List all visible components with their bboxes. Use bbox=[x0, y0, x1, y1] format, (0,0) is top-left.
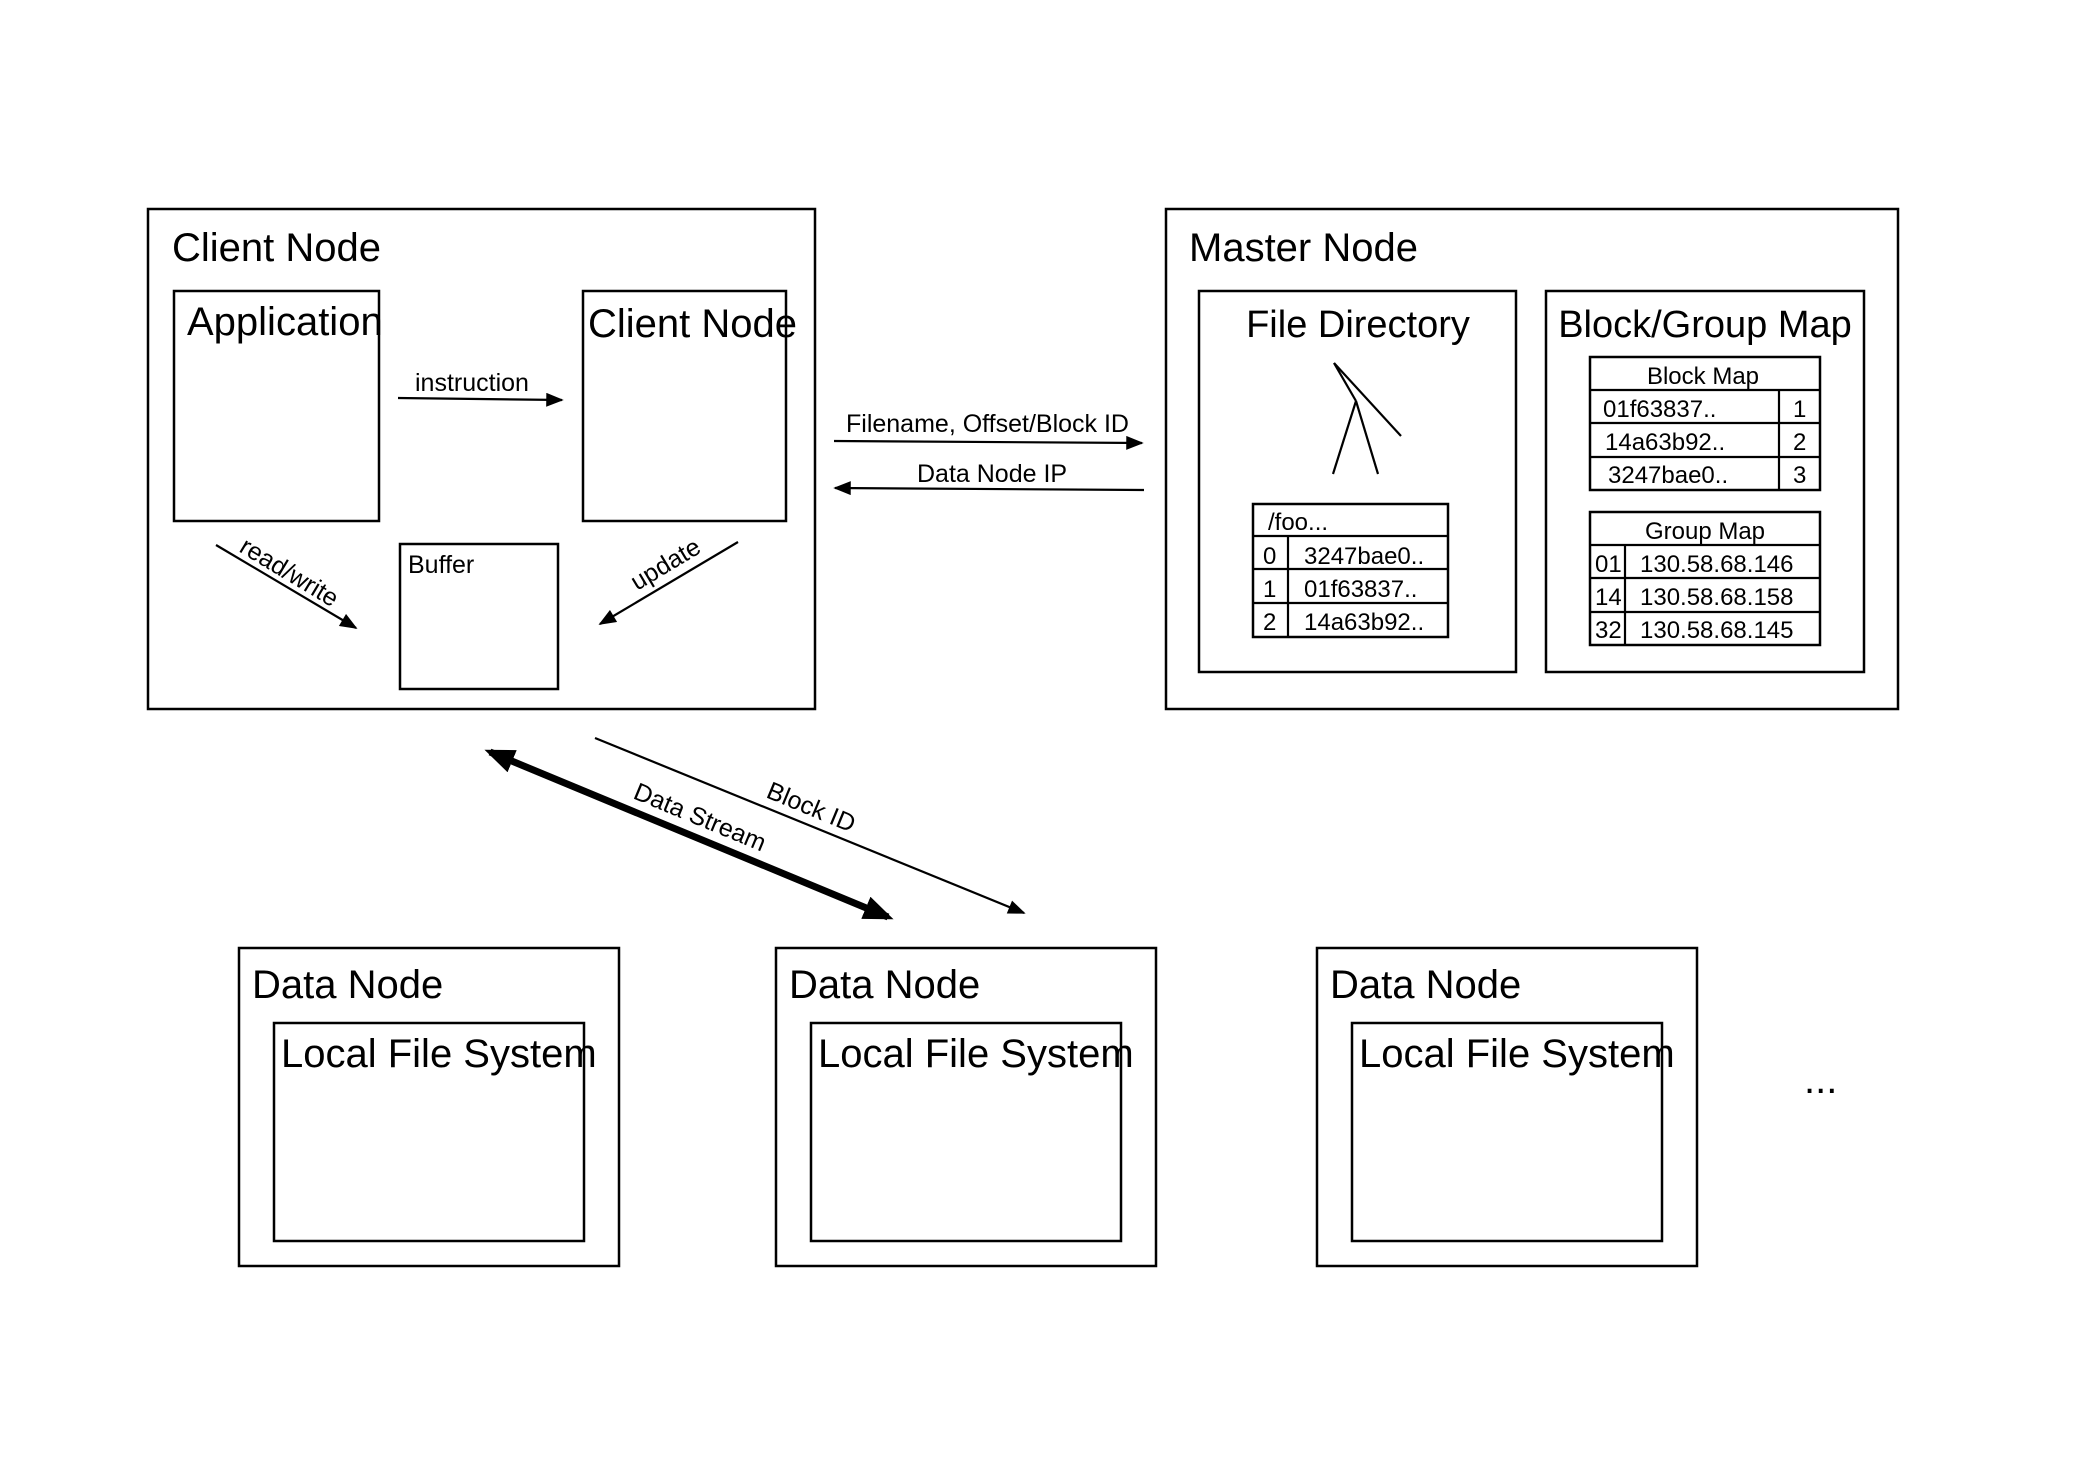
data-node: Data Node Local File System bbox=[774, 946, 1158, 1268]
data-node-box bbox=[1315, 946, 1699, 1268]
instruction-arrow bbox=[397, 392, 564, 407]
file-directory-title: File Directory bbox=[1246, 304, 1470, 346]
block-map-row-group: 3 bbox=[1793, 462, 1806, 489]
client-node: Client Node Application Client Node Buff… bbox=[146, 207, 817, 711]
block-id-arrow bbox=[594, 736, 1026, 915]
table-row-index: 0 bbox=[1263, 543, 1276, 570]
inner-client-label: Client Node bbox=[588, 302, 797, 346]
data-stream-arrow bbox=[484, 748, 894, 921]
master-node-title: Master Node bbox=[1189, 226, 1418, 270]
group-map-row-ip: 130.58.68.158 bbox=[1640, 584, 1793, 611]
file-block-table: /foo... 0 3247bae0.. 1 01f63837.. 2 14a6… bbox=[1251, 502, 1450, 639]
file-directory-box bbox=[1197, 289, 1518, 674]
table-row-block: 01f63837.. bbox=[1304, 576, 1417, 603]
block-group-map-panel: Block/Group Map Block Map 01f63837.. 1 1… bbox=[1544, 289, 1866, 674]
data-node: Data Node Local File System bbox=[237, 946, 621, 1268]
table-row-block: 14a63b92.. bbox=[1304, 609, 1424, 636]
group-map-row-group: 14 bbox=[1595, 584, 1622, 611]
group-map-header: Group Map bbox=[1645, 518, 1765, 545]
request-arrow bbox=[833, 435, 1144, 450]
block-map-row-block: 01f63837.. bbox=[1603, 396, 1716, 423]
file-directory-panel: File Directory /foo... 0 3247bae0.. 1 01 bbox=[1197, 289, 1518, 674]
block-map-row-block: 3247bae0.. bbox=[1608, 462, 1728, 489]
data-node: Data Node Local File System bbox=[1315, 946, 1699, 1268]
block-map-table: Block Map 01f63837.. 1 14a63b92.. 2 3247… bbox=[1588, 355, 1822, 492]
group-map-row-ip: 130.58.68.146 bbox=[1640, 551, 1793, 578]
local-file-system-label: Local File System bbox=[1359, 1032, 1675, 1076]
directory-tree-icon bbox=[1331, 362, 1402, 475]
block-group-map-title: Block/Group Map bbox=[1558, 304, 1852, 346]
local-file-system-box bbox=[809, 1021, 1123, 1243]
response-arrow bbox=[833, 481, 1145, 496]
block-map-row-block: 14a63b92.. bbox=[1605, 429, 1725, 456]
request-label: Filename, Offset/Block ID bbox=[846, 410, 1129, 438]
group-map-row-group: 32 bbox=[1595, 617, 1622, 644]
read-write-arrow bbox=[215, 544, 358, 629]
table-row-block: 3247bae0.. bbox=[1304, 543, 1424, 570]
file-block-table-frame bbox=[1251, 502, 1450, 639]
inner-client-box bbox=[581, 289, 788, 523]
table-row-index: 2 bbox=[1263, 609, 1276, 636]
data-node-box bbox=[237, 946, 621, 1268]
client-master-links: Filename, Offset/Block ID Data Node IP bbox=[833, 410, 1145, 496]
update-arrow bbox=[598, 541, 739, 625]
application-component: Application bbox=[172, 289, 383, 523]
client-node-box bbox=[146, 207, 817, 711]
instruction-label: instruction bbox=[415, 369, 529, 397]
group-map-row-ip: 130.58.68.145 bbox=[1640, 617, 1793, 644]
block-id-label: Block ID bbox=[763, 777, 860, 838]
local-file-system-box bbox=[1350, 1021, 1664, 1243]
table-row-index: 1 bbox=[1263, 576, 1276, 603]
application-label: Application bbox=[187, 300, 383, 344]
client-node-title: Client Node bbox=[172, 226, 381, 270]
local-file-system-label: Local File System bbox=[281, 1032, 597, 1076]
read-write-label: read/write bbox=[235, 532, 344, 613]
response-label: Data Node IP bbox=[917, 460, 1067, 488]
application-box bbox=[172, 289, 381, 523]
data-node-title: Data Node bbox=[789, 963, 980, 1007]
block-map-row-group: 1 bbox=[1793, 396, 1806, 423]
data-node-title: Data Node bbox=[252, 963, 443, 1007]
buffer-box bbox=[398, 542, 560, 691]
inner-client-component: Client Node bbox=[581, 289, 797, 523]
more-nodes-indicator: ... bbox=[1804, 1058, 1837, 1102]
group-map-table: Group Map 01 130.58.68.146 14 130.58.68.… bbox=[1588, 510, 1822, 647]
buffer-label: Buffer bbox=[408, 551, 474, 579]
client-data-links: Data Stream Block ID bbox=[484, 736, 1026, 921]
master-node-box bbox=[1164, 207, 1900, 711]
update-label: update bbox=[626, 533, 706, 596]
block-map-header: Block Map bbox=[1647, 363, 1759, 390]
block-map-row-group: 2 bbox=[1793, 429, 1806, 456]
local-file-system-label: Local File System bbox=[818, 1032, 1134, 1076]
local-file-system-box bbox=[272, 1021, 586, 1243]
file-block-table-header: /foo... bbox=[1268, 509, 1328, 536]
group-map-row-group: 01 bbox=[1595, 551, 1622, 578]
data-node-box bbox=[774, 946, 1158, 1268]
master-node: Master Node File Directory /foo... 0 bbox=[1164, 207, 1900, 711]
buffer-component: Buffer bbox=[398, 542, 560, 691]
block-group-map-box bbox=[1544, 289, 1866, 674]
data-node-title: Data Node bbox=[1330, 963, 1521, 1007]
